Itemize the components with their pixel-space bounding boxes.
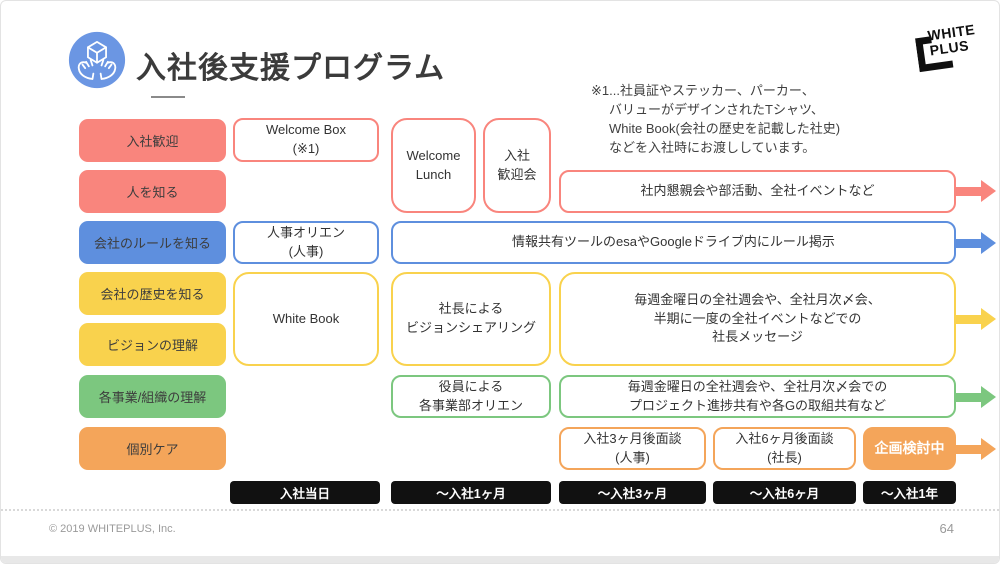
- box-shacho-message: 毎週金曜日の全社週会や、全社月次〆会、 半期に一度の全社イベントなどでの 社長メ…: [559, 272, 956, 366]
- whiteplus-logo: WHITE PLUS: [914, 20, 996, 80]
- box-kikaku-kento: 企画検討中: [863, 427, 956, 470]
- category-jigyo-rikai: 各事業/組織の理解: [79, 375, 226, 418]
- box-rule-keiji: 情報共有ツールのesaやGoogleドライブ内にルール掲示: [391, 221, 956, 264]
- footnote-line: バリューがデザインされたTシャツ、: [609, 102, 824, 117]
- footer-divider: [1, 509, 999, 511]
- logo-text: WHITE PLUS: [927, 21, 978, 58]
- category-rule-wo-shiru: 会社のルールを知る: [79, 221, 226, 264]
- right-arrow-icon: [956, 179, 996, 203]
- right-arrow-icon: [956, 385, 996, 409]
- bottom-edge: [1, 556, 999, 563]
- copyright-text: © 2019 WHITEPLUS, Inc.: [49, 523, 176, 535]
- hands-holding-box-icon: [68, 31, 126, 89]
- box-welcome-box: Welcome Box (※1): [233, 118, 379, 162]
- category-nyusha-kangei: 入社歓迎: [79, 119, 226, 162]
- timeline-label-3m: 〜入社3ヶ月: [559, 481, 706, 504]
- title-underline: [151, 96, 185, 98]
- box-kangeikai: 入社 歓迎会: [483, 118, 551, 213]
- category-rekishi: 会社の歴史を知る: [79, 272, 226, 315]
- box-white-book: White Book: [233, 272, 379, 366]
- page-number: 64: [939, 521, 954, 536]
- footnote: ※1...社員証やステッカー、パーカー、 バリューがデザインされたTシャツ、 W…: [591, 81, 840, 157]
- timeline-label-1m: 〜入社1ヶ月: [391, 481, 551, 504]
- footnote-line: White Book(会社の歴史を記載した社史): [609, 121, 841, 136]
- right-arrow-icon: [956, 231, 996, 255]
- box-jinji-orien: 人事オリエン (人事): [233, 221, 379, 264]
- logo-bracket-icon: [915, 36, 954, 73]
- box-mendan-3m: 入社3ヶ月後面談 (人事): [559, 427, 706, 470]
- footnote-line: ※1...社員証やステッカー、パーカー、: [591, 83, 815, 98]
- timeline-label-6m: 〜入社6ヶ月: [713, 481, 856, 504]
- box-welcome-lunch: Welcome Lunch: [391, 118, 476, 213]
- category-hito-wo-shiru: 人を知る: [79, 170, 226, 213]
- category-kobetsu-care: 個別ケア: [79, 427, 226, 470]
- box-vision-sharing: 社長による ビジョンシェアリング: [391, 272, 551, 366]
- footnote-line: などを入社時にお渡ししています。: [609, 140, 816, 155]
- box-mendan-6m: 入社6ヶ月後面談 (社長): [713, 427, 856, 470]
- right-arrow-icon: [956, 307, 996, 331]
- box-konshinkai: 社内懇親会や部活動、全社イベントなど: [559, 170, 956, 213]
- timeline-label-1y: 〜入社1年: [863, 481, 956, 504]
- timeline-label-day1: 入社当日: [230, 481, 380, 504]
- right-arrow-icon: [956, 437, 996, 461]
- category-vision-rikai: ビジョンの理解: [79, 323, 226, 366]
- page-title: 入社後支援プログラム: [136, 52, 446, 85]
- box-yakuin-orien: 役員による 各事業部オリエン: [391, 375, 551, 418]
- box-project-kyoyu: 毎週金曜日の全社週会や、全社月次〆会での プロジェクト進捗共有や各Gの取組共有な…: [559, 375, 956, 418]
